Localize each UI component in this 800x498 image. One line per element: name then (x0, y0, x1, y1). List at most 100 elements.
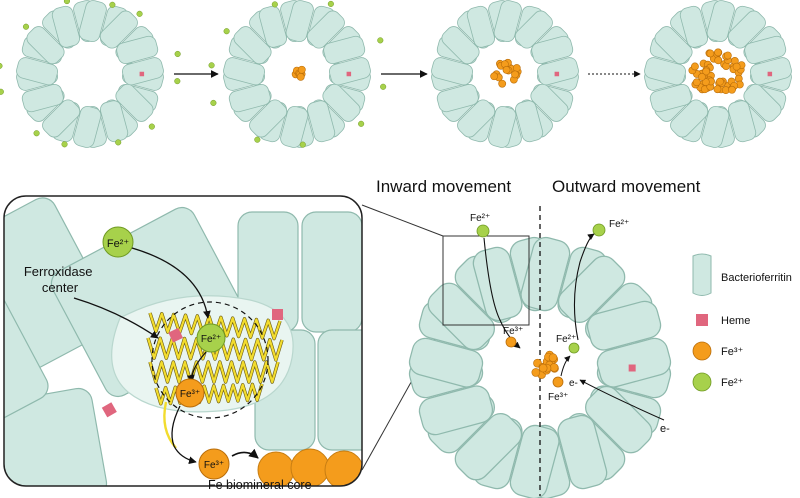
heme-icon (628, 364, 636, 372)
fe3-dot (490, 72, 499, 81)
fe3-dot (691, 62, 699, 71)
subunit (488, 105, 517, 148)
subunit (744, 35, 787, 64)
subunit (228, 84, 271, 113)
subunit (706, 0, 735, 43)
fe3-dot (716, 77, 724, 86)
fe2-dot (208, 62, 215, 69)
helix (148, 360, 280, 384)
subunit (728, 100, 757, 143)
fe2-out-top-label: Fe²⁺ (609, 219, 629, 230)
subunit (557, 255, 626, 324)
subunit (472, 246, 523, 322)
subunit (78, 0, 107, 43)
ferroxidase-zoom-panel: Fe²⁺ Ferroxidase center Fe²⁺ Fe³⁺ Fe³⁺ F… (3, 195, 363, 492)
fe2-in-label: Fe²⁺ (470, 213, 490, 224)
fe2-ion (568, 342, 580, 354)
cage-stage-few-iron (208, 0, 387, 148)
heme-icon (346, 71, 352, 77)
fe3-dot (531, 368, 541, 377)
helix (154, 383, 264, 405)
subunit (584, 385, 653, 454)
zoom-frame (3, 195, 363, 487)
fe3-dot (511, 70, 519, 79)
fe3-in-label: Fe³⁺ (503, 326, 523, 337)
subunit-pair (744, 35, 792, 86)
fe3-dot (714, 48, 722, 57)
subunit (493, 0, 522, 43)
subunit (249, 99, 288, 138)
fe2-dot (33, 130, 40, 137)
fe2-dot (254, 136, 261, 143)
fe2-dot (148, 123, 155, 130)
fe3-dot (549, 363, 559, 372)
fe3-dot (297, 65, 306, 74)
fe3-ion (505, 336, 517, 348)
fe2-dot (136, 10, 143, 17)
fe2-site-label: Fe²⁺ (201, 334, 221, 345)
subunit (427, 282, 496, 351)
subunit (436, 84, 479, 113)
ferroxidase-label: Ferroxidase center (24, 264, 96, 295)
heme-icon (139, 71, 145, 77)
subunit (749, 57, 792, 86)
fe2-dot (271, 1, 278, 8)
fe2-dot (0, 88, 4, 95)
fe2-entry-arrow (131, 247, 211, 319)
ferroxidase-pointer (73, 297, 159, 339)
heme-icon (767, 71, 773, 77)
subunit (51, 5, 80, 48)
legend-label: Fe³⁺ (721, 346, 744, 358)
zoom-connector-top (361, 204, 444, 237)
subunit (233, 26, 272, 65)
fe3-dot (714, 56, 723, 65)
subunit (115, 83, 154, 122)
subunit (520, 236, 571, 312)
heme-icon (101, 402, 117, 418)
legend-label: Fe²⁺ (721, 377, 744, 389)
subunit (317, 329, 362, 451)
subunit (649, 84, 692, 113)
subunit (73, 105, 102, 148)
subunit (285, 0, 314, 43)
fe2-ion (102, 226, 134, 258)
fe3-dot (706, 49, 715, 58)
subunit (99, 10, 138, 49)
subunit (16, 57, 59, 86)
subunit-pair (323, 35, 371, 86)
fe3-ion (552, 376, 564, 388)
subunit (727, 10, 766, 49)
subunit (328, 57, 371, 86)
subunit (457, 99, 496, 138)
fe3-dot (732, 62, 741, 71)
subunit (454, 412, 523, 481)
heme-icon (696, 314, 708, 326)
outward-heading: Outward movement (552, 177, 701, 196)
biomineral-core (257, 448, 362, 486)
inward-heading: Inward movement (376, 177, 511, 196)
fe2-dot (61, 141, 68, 148)
subunit (654, 26, 693, 65)
subunit (26, 26, 65, 65)
subunit (644, 57, 687, 86)
fe2-site-ion (196, 323, 226, 353)
fe3-site-ion (175, 378, 205, 408)
subunit (418, 385, 494, 436)
legend-label: Heme (721, 315, 750, 327)
fe3-dot (502, 66, 511, 74)
core-label: Fe biomineral core (208, 478, 312, 492)
electron-inner-label: e- (569, 378, 578, 389)
subunit (531, 35, 574, 64)
fe2-dot (115, 139, 122, 146)
heme-icon (168, 327, 183, 343)
subunit (121, 57, 164, 86)
subunit (116, 35, 159, 64)
subunit (509, 424, 560, 498)
fe3-dot (538, 363, 548, 373)
subunit (258, 5, 287, 48)
core-deposit-arrow (231, 448, 259, 459)
fe3-dot (728, 85, 736, 94)
subunit (679, 5, 708, 48)
legend-item-fe3: Fe³⁺ (692, 341, 744, 361)
